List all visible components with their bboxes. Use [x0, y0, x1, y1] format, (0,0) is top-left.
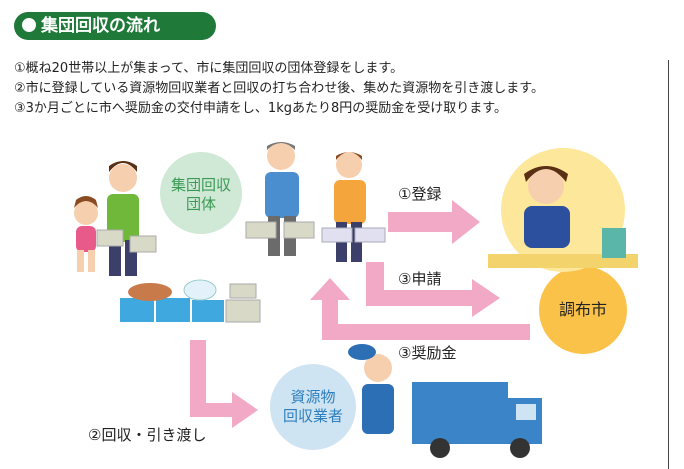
city-circle-label: 調布市 — [558, 300, 607, 319]
recyclables-illustration — [120, 279, 261, 323]
group-circle-label: 集団回収 団体 — [160, 176, 242, 214]
city-circle — [539, 266, 627, 354]
handover-label: ②回収・引き渡し — [88, 426, 207, 444]
collector-circle-label: 資源物 回収業者 — [270, 388, 356, 426]
register-label: ①登録 — [398, 185, 442, 203]
bullet-icon — [22, 18, 36, 32]
family-illustration — [74, 161, 157, 276]
group-circle-line-2: 団体 — [185, 195, 216, 213]
title-badge — [14, 12, 216, 40]
collector-circle-line-1: 資源物 — [290, 388, 336, 406]
grant-label: ③奨励金 — [398, 344, 457, 362]
page-title: 集団回収の流れ — [41, 16, 160, 36]
step-2-text: ②市に登録している資源物回収業者と回収の打ち合わせ後、集めた資源物を引き渡します… — [14, 81, 544, 96]
truck-illustration — [348, 344, 542, 458]
city-staff-illustration — [488, 166, 638, 268]
register-arrow — [388, 200, 480, 244]
apply-arrow — [366, 262, 500, 317]
collector-circle-line-2: 回収業者 — [282, 407, 343, 425]
group-circle — [160, 152, 242, 234]
residents-illustration — [245, 142, 386, 262]
panel-border — [668, 60, 669, 469]
step-3-text: ③3か月ごとに市へ奨励金の交付申請をし、1kgあたり8円の奨励金を受け取ります。 — [14, 101, 507, 116]
step-1-text: ①概ね20世帯以上が集まって、市に集団回収の団体登録をします。 — [14, 61, 404, 76]
apply-label: ③申請 — [398, 270, 442, 288]
handover-arrow — [190, 340, 258, 428]
arrows — [190, 200, 530, 428]
grant-arrow — [310, 278, 530, 340]
collector-circle — [270, 364, 356, 450]
group-circle-line-1: 集団回収 — [170, 176, 231, 194]
